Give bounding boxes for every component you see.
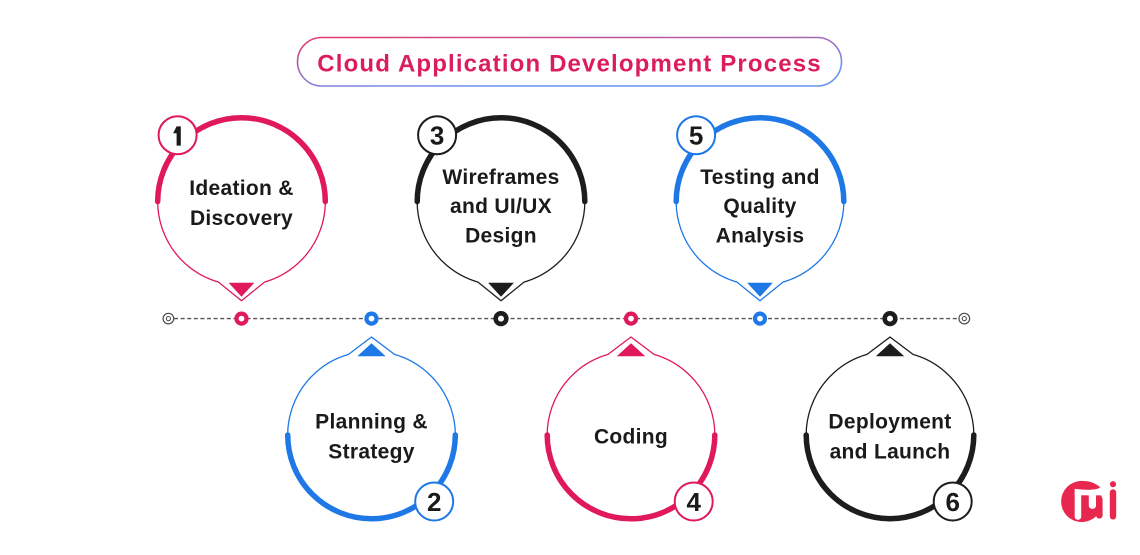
svg-text:Ideation &: Ideation & <box>189 177 294 200</box>
svg-text:Analysis: Analysis <box>716 224 805 247</box>
svg-text:5: 5 <box>689 121 703 151</box>
svg-text:Testing and: Testing and <box>700 166 820 189</box>
svg-text:Strategy: Strategy <box>328 441 414 464</box>
svg-text:Discovery: Discovery <box>190 207 293 230</box>
svg-text:Wireframes: Wireframes <box>442 166 559 189</box>
svg-text:4: 4 <box>686 487 701 517</box>
svg-text:Deployment: Deployment <box>828 411 951 434</box>
svg-text:6: 6 <box>945 487 959 517</box>
svg-text:Coding: Coding <box>594 426 668 449</box>
svg-text:Design: Design <box>465 224 537 247</box>
svg-text:and UI/UX: and UI/UX <box>450 195 552 218</box>
svg-text:and Launch: and Launch <box>830 441 951 464</box>
svg-text:3: 3 <box>430 121 444 151</box>
svg-text:Cloud Application Development: Cloud Application Development Process <box>317 51 821 78</box>
svg-text:Planning &: Planning & <box>315 411 428 434</box>
svg-text:Quality: Quality <box>723 195 796 218</box>
svg-text:2: 2 <box>427 487 441 517</box>
